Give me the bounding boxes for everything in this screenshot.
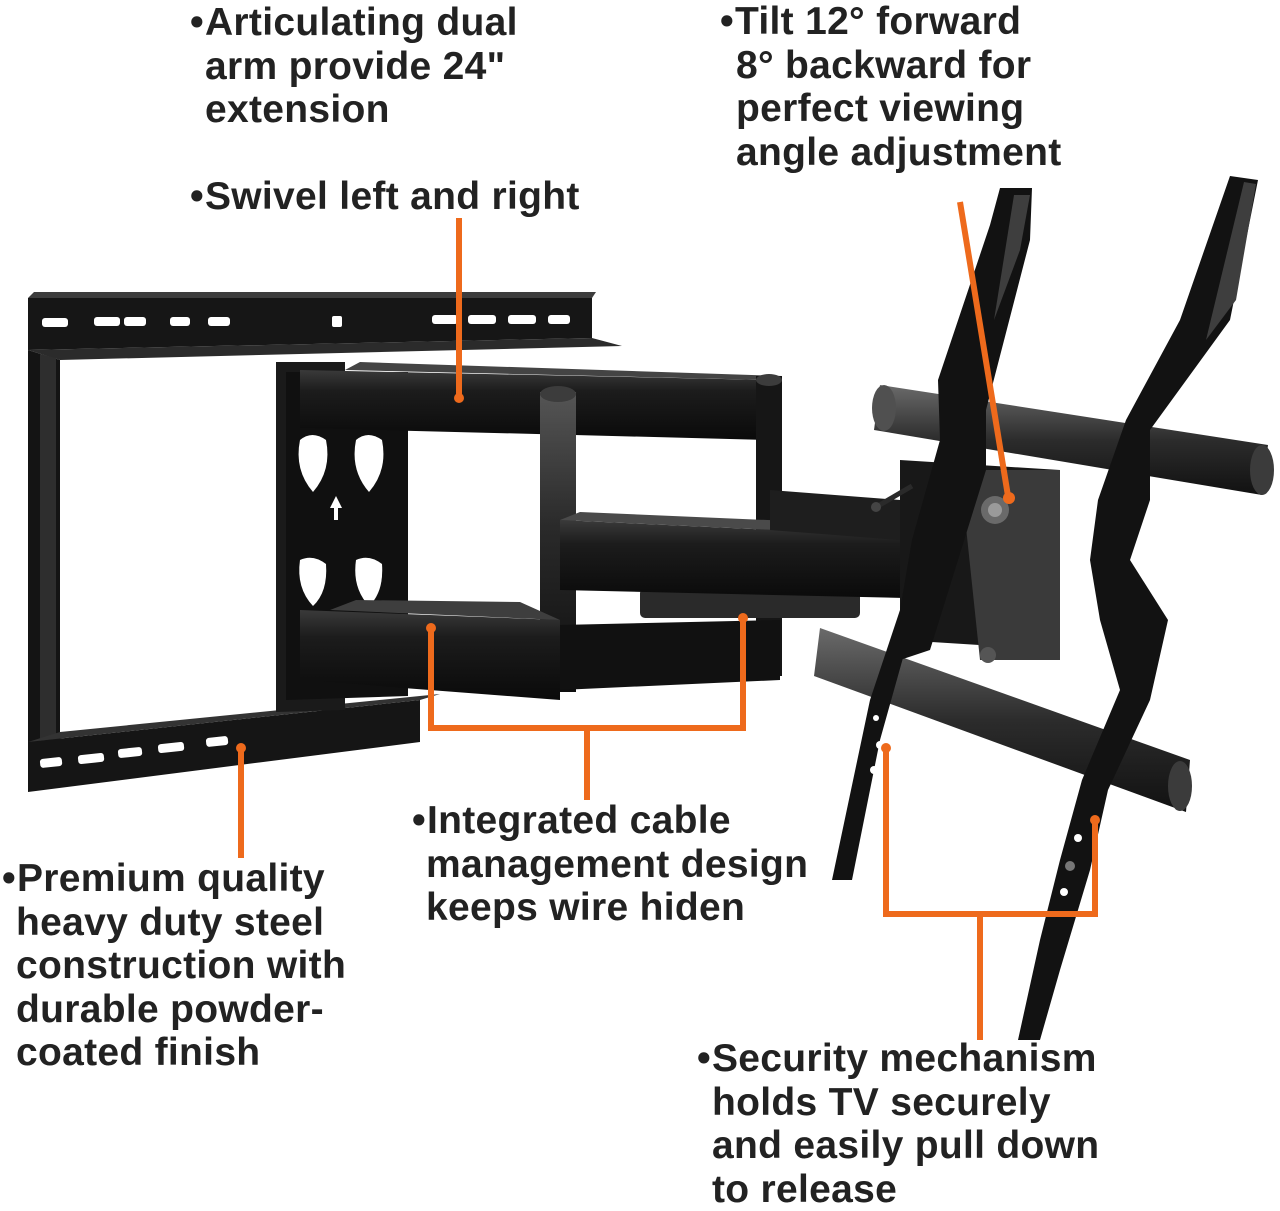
callout-text: perfect viewing [736,87,1024,130]
callout-text: extension [205,88,390,131]
callout-cable: •Integrated cable management design keep… [412,799,808,930]
bullet: • [720,0,734,43]
callout-text: coated finish [16,1031,260,1074]
callout-articulating-arm: •Articulating dual arm provide 24" exten… [190,1,518,132]
callout-steel: •Premium quality heavy duty steel constr… [2,857,346,1075]
lower-arm [300,588,860,700]
callout-text: Swivel left and right [205,175,580,218]
callout-line-text: arm provide 24" [190,45,518,89]
callout-line-text: •Tilt 12° forward [720,0,1062,44]
callout-text: angle adjustment [736,131,1062,174]
callout-line-text: management design [412,843,808,887]
callout-line-text: angle adjustment [720,131,1062,175]
callout-text: and easily pull down [712,1124,1099,1167]
callout-line-text: perfect viewing [720,87,1062,131]
callout-line-text: heavy duty steel [2,901,346,945]
callout-line-text: and easily pull down [697,1124,1099,1168]
bullet: • [412,799,426,842]
callout-text: construction with [16,944,346,987]
callout-text: Security mechanism [712,1037,1097,1080]
callout-text: Premium quality [17,857,325,900]
callout-text: durable powder- [16,988,324,1031]
callout-line-text: extension [190,88,518,132]
callout-line-text: holds TV securely [697,1081,1099,1125]
callout-line-text: •Premium quality [2,857,346,901]
callout-text: heavy duty steel [16,901,324,944]
wall-plate [28,292,622,792]
callout-line-text: to release [697,1168,1099,1211]
callout-text: Tilt 12° forward [735,0,1021,43]
callout-text: holds TV securely [712,1081,1051,1124]
bullet: • [697,1037,711,1080]
callout-text: Articulating dual [205,1,518,44]
callout-security: •Security mechanism holds TV securely an… [697,1037,1099,1211]
callout-text: keeps wire hiden [426,886,745,929]
callout-line-text: •Security mechanism [697,1037,1099,1081]
bullet: • [190,1,204,44]
callout-line-text: durable powder- [2,988,346,1032]
callout-line-text: 8° backward for [720,44,1062,88]
callout-line-text: •Articulating dual [190,1,518,45]
callout-line-text: coated finish [2,1031,346,1075]
callout-line-text: •Swivel left and right [190,175,580,219]
callout-line-text: construction with [2,944,346,988]
callout-swivel: •Swivel left and right [190,175,580,219]
callout-text: arm provide 24" [205,45,505,88]
callout-text: to release [712,1168,897,1211]
bullet: • [2,857,16,900]
callout-text: management design [426,843,808,886]
bullet: • [190,175,204,218]
callout-tilt: •Tilt 12° forward 8° backward for perfec… [720,0,1062,174]
callout-line-text: •Integrated cable [412,799,808,843]
callout-text: Integrated cable [427,799,731,842]
callout-text: 8° backward for [736,44,1031,87]
callout-line-text: keeps wire hiden [412,886,808,930]
